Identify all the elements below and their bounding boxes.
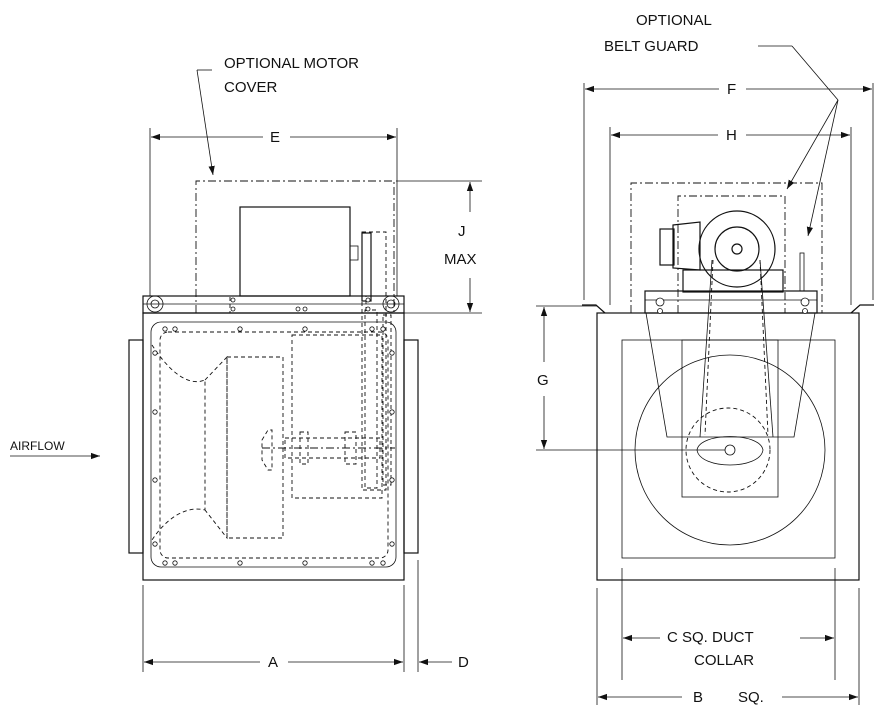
motor-cover (195, 180, 395, 313)
dim-h-label: H (726, 127, 737, 144)
front-motor-base (682, 269, 784, 293)
front-motor-body (672, 221, 701, 271)
front-housing (596, 312, 860, 581)
inlet-collar (128, 339, 144, 554)
hub (261, 429, 273, 471)
front-top-rail (644, 290, 818, 314)
side-dimensions (10, 69, 482, 672)
belt-guard (630, 182, 823, 313)
motor-pulley (361, 232, 372, 302)
dim-c-label-1: C SQ. DUCT (667, 629, 754, 646)
fan-wheel (226, 356, 284, 539)
access-panel-inner (159, 331, 389, 559)
dim-j-label: J (458, 223, 466, 240)
dim-j-max-label: MAX (444, 251, 477, 268)
lifting-eye-left (146, 295, 164, 313)
dim-a-label: A (268, 654, 278, 671)
blower-outlet (681, 339, 779, 498)
outlet-opening (621, 339, 836, 559)
wheel-hub (724, 444, 736, 456)
belt-guard-label-2: BELT GUARD (604, 38, 699, 55)
motor-cover-label-1: OPTIONAL MOTOR (224, 55, 359, 72)
front-view (582, 182, 874, 581)
flange-right (850, 304, 874, 314)
dim-b-label: B (693, 689, 703, 706)
dim-b-sq-label: SQ. (738, 689, 764, 706)
dim-d-label: D (458, 654, 469, 671)
dim-f-label: F (727, 81, 736, 98)
outlet-collar (403, 339, 419, 554)
bolt-holes (152, 297, 395, 566)
side-view (128, 180, 419, 581)
belt-guard-label-1: OPTIONAL (636, 12, 712, 29)
lifting-eye-right (382, 295, 400, 313)
dim-c-label-2: COLLAR (694, 652, 754, 669)
wheel-inlet (685, 407, 771, 493)
labels: OPTIONAL MOTOR COVER OPTIONAL BELT GUARD… (10, 12, 764, 706)
front-dimensions (536, 45, 874, 705)
dim-g-label: G (537, 372, 549, 389)
access-panel-outer (150, 321, 397, 568)
bearing-box (291, 334, 383, 499)
belt-guard-lower (645, 312, 816, 438)
motor-cover-label-2: COVER (224, 79, 278, 96)
airflow-label: AIRFLOW (10, 439, 65, 453)
inlet-cone (151, 344, 206, 541)
flange-left (582, 304, 606, 314)
belt (699, 259, 713, 438)
motor (239, 206, 351, 297)
dim-e-label: E (270, 129, 280, 146)
front-motor-pulley (698, 210, 776, 288)
